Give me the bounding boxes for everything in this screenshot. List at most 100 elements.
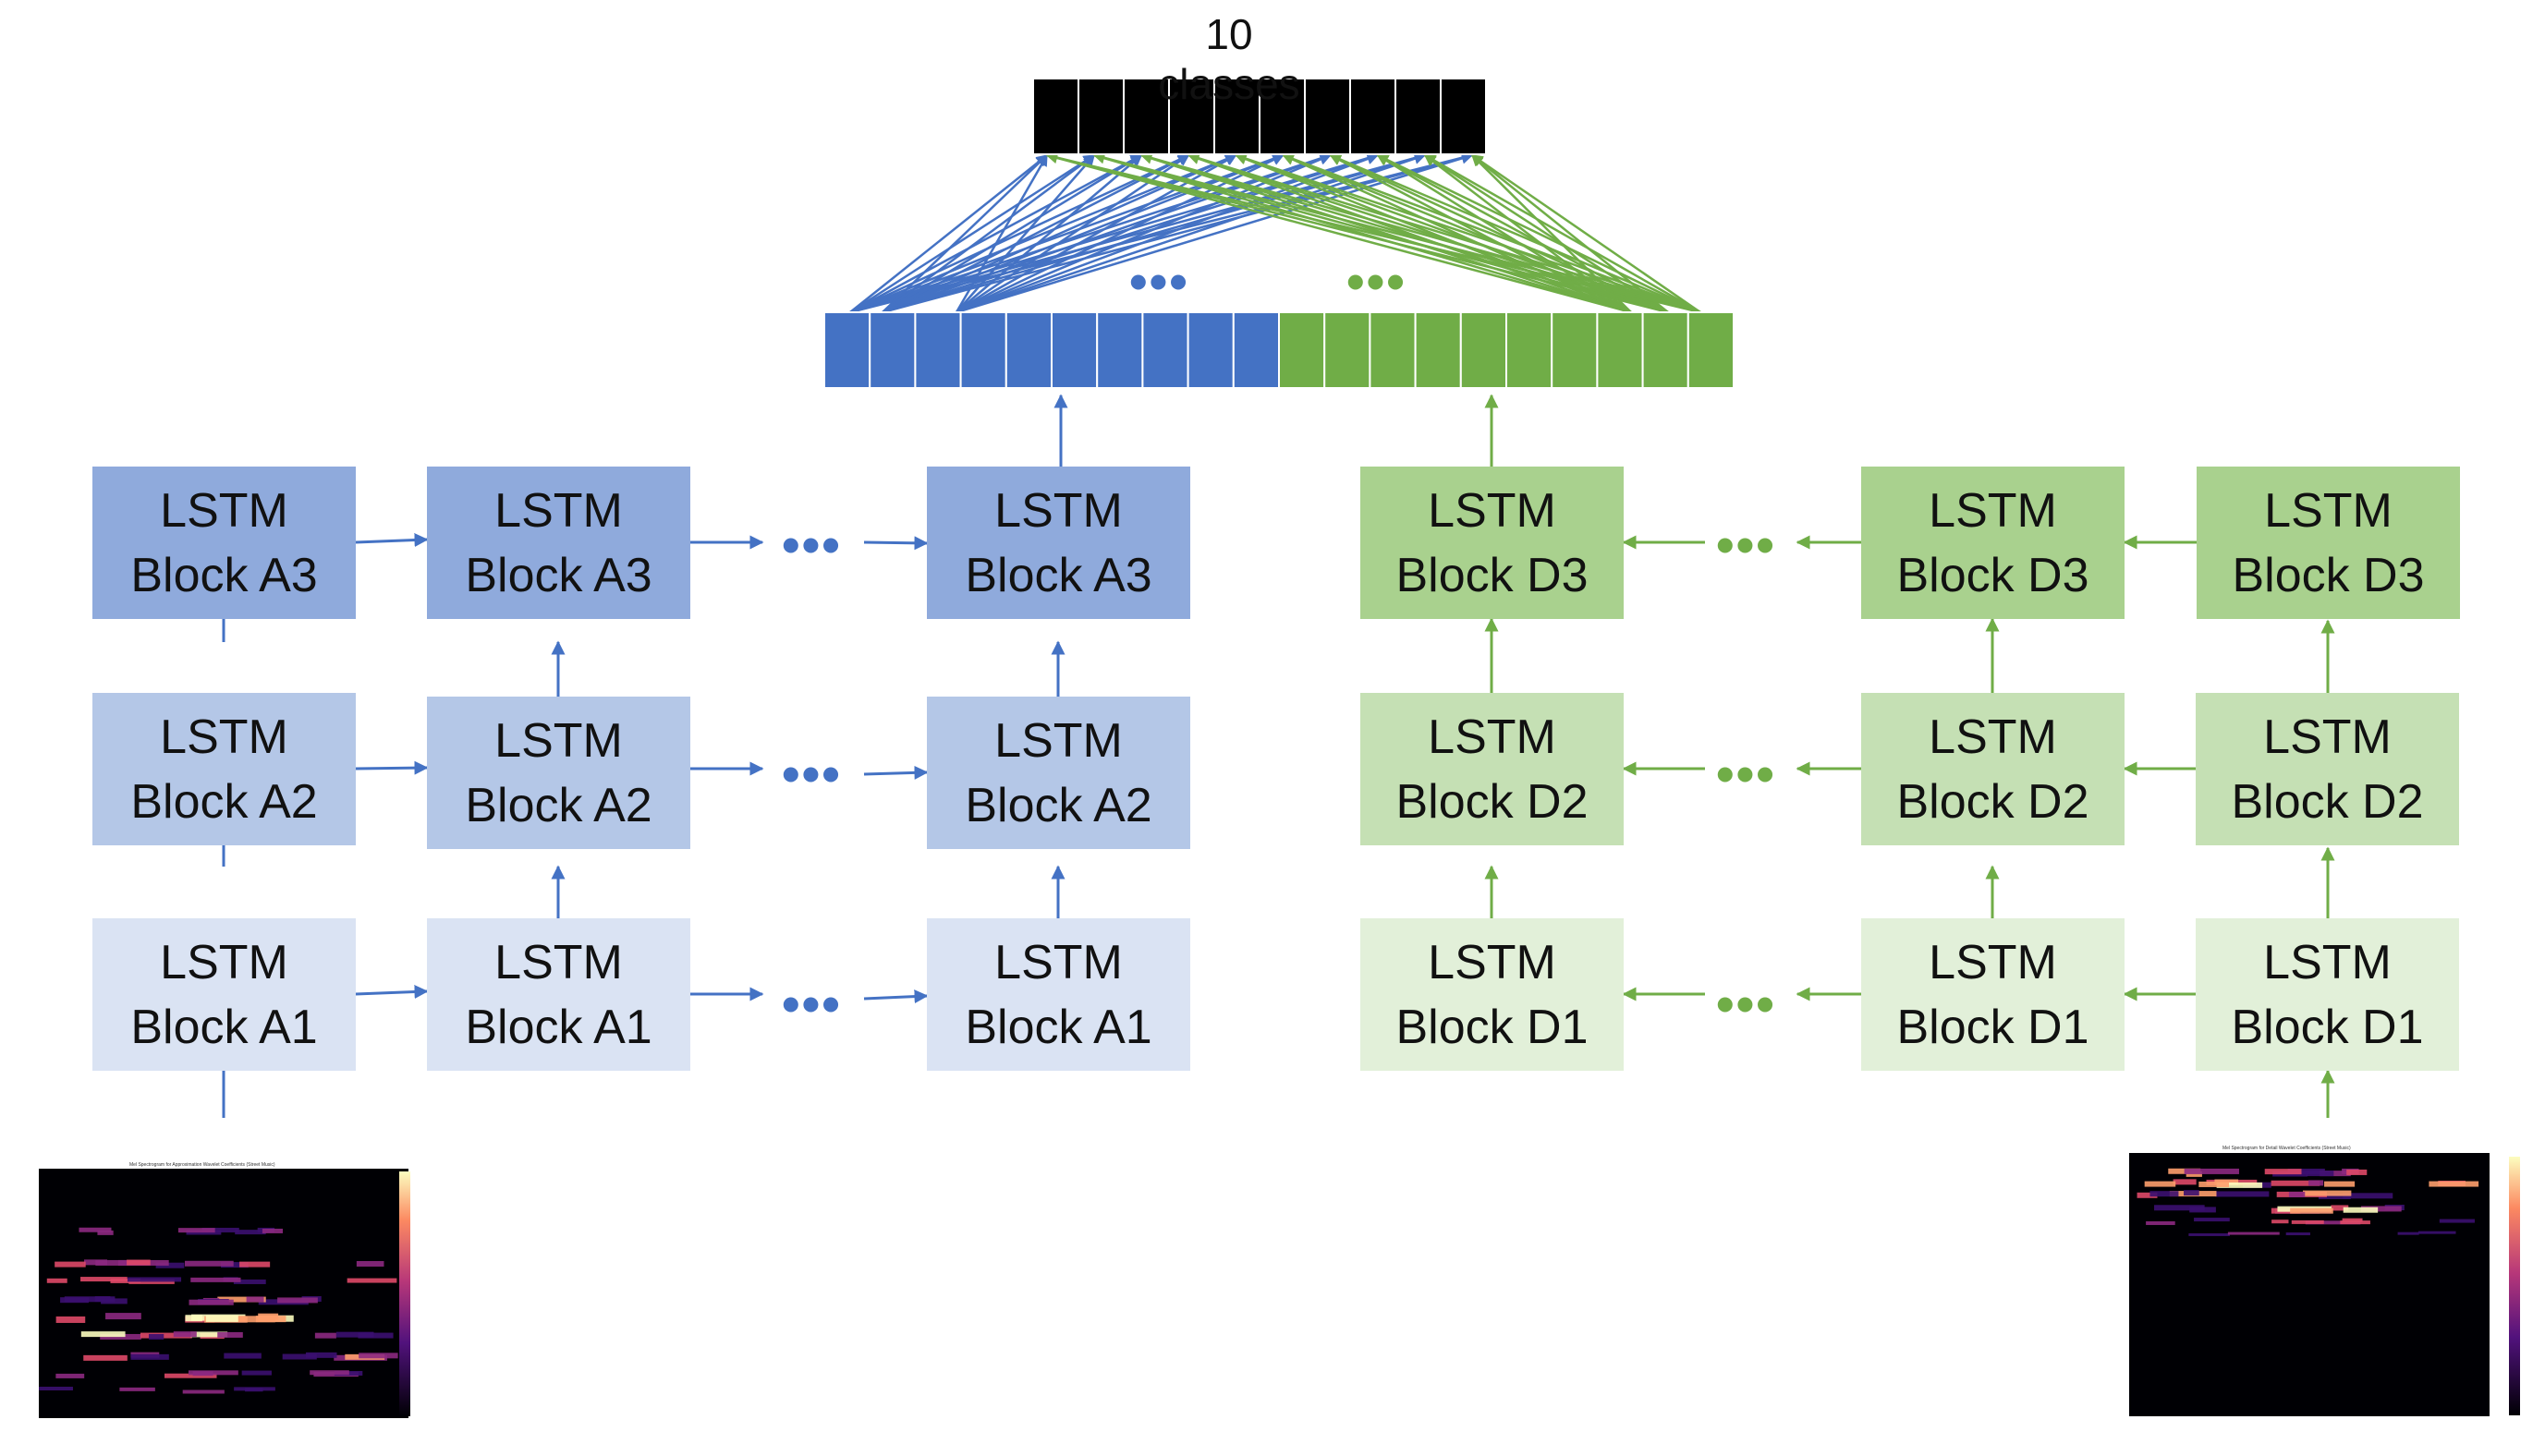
dense-connection-line xyxy=(1470,153,1701,314)
spectrogram-band xyxy=(105,1313,141,1320)
spectrogram-band xyxy=(127,1259,151,1266)
flow-arrow xyxy=(863,536,929,551)
spectrogram-band xyxy=(97,1230,114,1235)
spectrogram-band xyxy=(2189,1207,2216,1213)
dense-connection-line xyxy=(1092,152,1701,314)
spectrogram-band xyxy=(262,1228,284,1233)
dense-connection-line xyxy=(956,154,1096,313)
spectrogram-band xyxy=(2342,1218,2363,1222)
spectrogram-band xyxy=(233,1279,266,1284)
spectrogram-band xyxy=(55,1316,86,1323)
spectrogram-band xyxy=(2306,1171,2334,1177)
output-class-cell xyxy=(1032,78,1079,155)
spectrogram-band xyxy=(189,1299,234,1305)
output-class-cell xyxy=(1349,78,1396,155)
fan-ellipsis-green: ••• xyxy=(1346,252,1406,310)
dense-connection-line xyxy=(1329,153,1701,314)
spectrogram-band xyxy=(2305,1220,2361,1225)
spectrogram-band xyxy=(182,1389,225,1394)
spectrogram-band xyxy=(217,1296,266,1303)
dense-connection-line xyxy=(955,153,1049,313)
spectrogram-band xyxy=(2215,1191,2270,1197)
dense-connection-line xyxy=(1423,153,1669,314)
feature-cell-detail xyxy=(1459,311,1508,389)
spectrogram-band xyxy=(55,1261,86,1268)
spectrogram-band xyxy=(2343,1207,2379,1213)
spectrogram-band xyxy=(347,1278,397,1283)
spectrogram-band xyxy=(2154,1205,2205,1211)
spectrogram-band xyxy=(220,1262,249,1268)
dense-connections xyxy=(849,152,1701,314)
spectrogram-plot xyxy=(39,1169,408,1418)
spectrogram-band xyxy=(2308,1180,2324,1186)
spectrogram-band xyxy=(188,1370,238,1376)
dense-connection-line xyxy=(1235,152,1701,314)
output-class-cell xyxy=(1304,78,1351,155)
dense-connection-line xyxy=(849,152,1427,314)
feature-cell-approximation xyxy=(1141,311,1189,389)
dense-connection-line xyxy=(1092,152,1632,314)
feature-cell-detail xyxy=(1641,311,1689,389)
feature-cell-detail xyxy=(1369,311,1417,389)
dense-connection-line xyxy=(882,153,1143,314)
spectrogram-band xyxy=(359,1353,398,1359)
spectrogram-band xyxy=(55,1373,85,1378)
spectrogram-band xyxy=(173,1331,197,1338)
row-ellipsis-d1: ••• xyxy=(1716,975,1776,1033)
spectrogram-band xyxy=(83,1259,108,1266)
dense-connection-line xyxy=(1282,153,1701,314)
spectrogram-band xyxy=(64,1296,116,1303)
spectrogram-band xyxy=(205,1315,238,1322)
dense-connection-line xyxy=(956,154,1143,313)
spectrogram-band xyxy=(2320,1171,2351,1177)
spectrogram-band xyxy=(2417,1231,2456,1234)
spectrogram-band xyxy=(2137,1192,2158,1198)
spectrogram-band xyxy=(2291,1219,2324,1224)
spectrogram-band xyxy=(2343,1193,2393,1199)
spectrogram-band xyxy=(2302,1190,2352,1196)
spectrogram-title: Mel Spectrogram for Approximation Wavele… xyxy=(129,1162,275,1168)
dense-connection-line xyxy=(882,152,1379,314)
dense-connection-line xyxy=(882,152,1332,314)
feature-cell-approximation xyxy=(1096,311,1144,389)
row-ellipsis-a2: ••• xyxy=(782,745,842,803)
spectrogram-band xyxy=(224,1353,262,1359)
dense-connection-line xyxy=(849,152,1379,314)
feature-cell-detail xyxy=(1596,311,1644,389)
spectrogram-band xyxy=(184,1260,234,1267)
output-class-cell xyxy=(1078,78,1125,155)
spectrogram-band xyxy=(2288,1191,2306,1197)
spectrogram-band xyxy=(310,1370,349,1376)
spectrogram-band xyxy=(119,1387,155,1391)
output-class-cell xyxy=(1440,78,1487,155)
dense-connection-line xyxy=(849,153,1096,314)
feature-cell-detail xyxy=(1278,311,1326,389)
spectrogram-band xyxy=(356,1260,384,1267)
spectrogram-band xyxy=(2429,1181,2479,1187)
spectrogram-band xyxy=(164,1373,217,1378)
colorbar xyxy=(399,1171,410,1416)
spectrogram-band xyxy=(128,1277,182,1282)
approximation-spectrogram: Mel Spectrogram for Approximation Wavele… xyxy=(28,1162,425,1437)
spectrogram-band xyxy=(2149,1191,2179,1197)
spectrogram-band xyxy=(2227,1232,2280,1235)
spectrogram-band xyxy=(314,1332,336,1339)
spectrogram-plot xyxy=(2129,1153,2490,1416)
spectrogram-band xyxy=(140,1332,192,1339)
spectrogram-band xyxy=(2346,1169,2368,1175)
dense-connection-line xyxy=(849,153,1237,314)
spectrogram-band xyxy=(46,1278,67,1283)
dense-connection-line xyxy=(956,153,1285,314)
spectrogram-band xyxy=(130,1353,169,1360)
